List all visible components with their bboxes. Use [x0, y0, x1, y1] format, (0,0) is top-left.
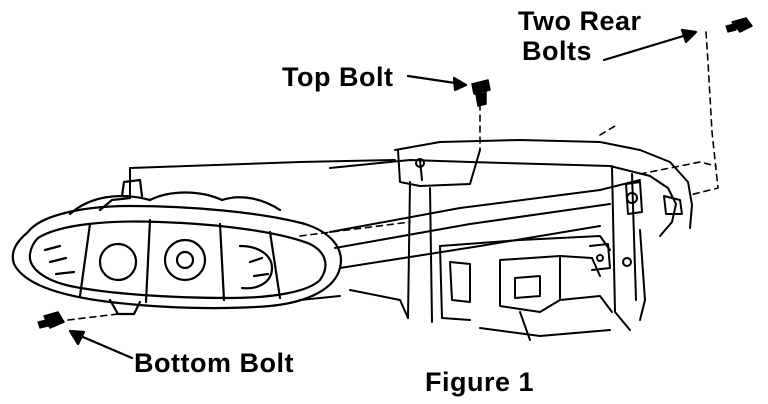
radiator-support — [129, 139, 693, 341]
bottom-bolt-label: Bottom Bolt — [134, 348, 294, 378]
headlamp — [11, 178, 343, 316]
bottom-bolt-icon — [37, 311, 65, 329]
top-bolt-label: Top Bolt — [282, 62, 394, 92]
rear-bolt-icon — [725, 17, 753, 33]
leader-arrows — [68, 28, 698, 360]
phantom-lines — [67, 31, 719, 321]
two-rear-bolts-label: Two Rear Bolts — [518, 6, 642, 66]
two-rear-bolts-label-line2: Bolts — [522, 36, 592, 66]
figure-caption: Figure 1 — [425, 367, 535, 397]
two-rear-bolts-label-line1: Two Rear — [518, 6, 642, 36]
top-bolt-icon — [471, 79, 491, 107]
